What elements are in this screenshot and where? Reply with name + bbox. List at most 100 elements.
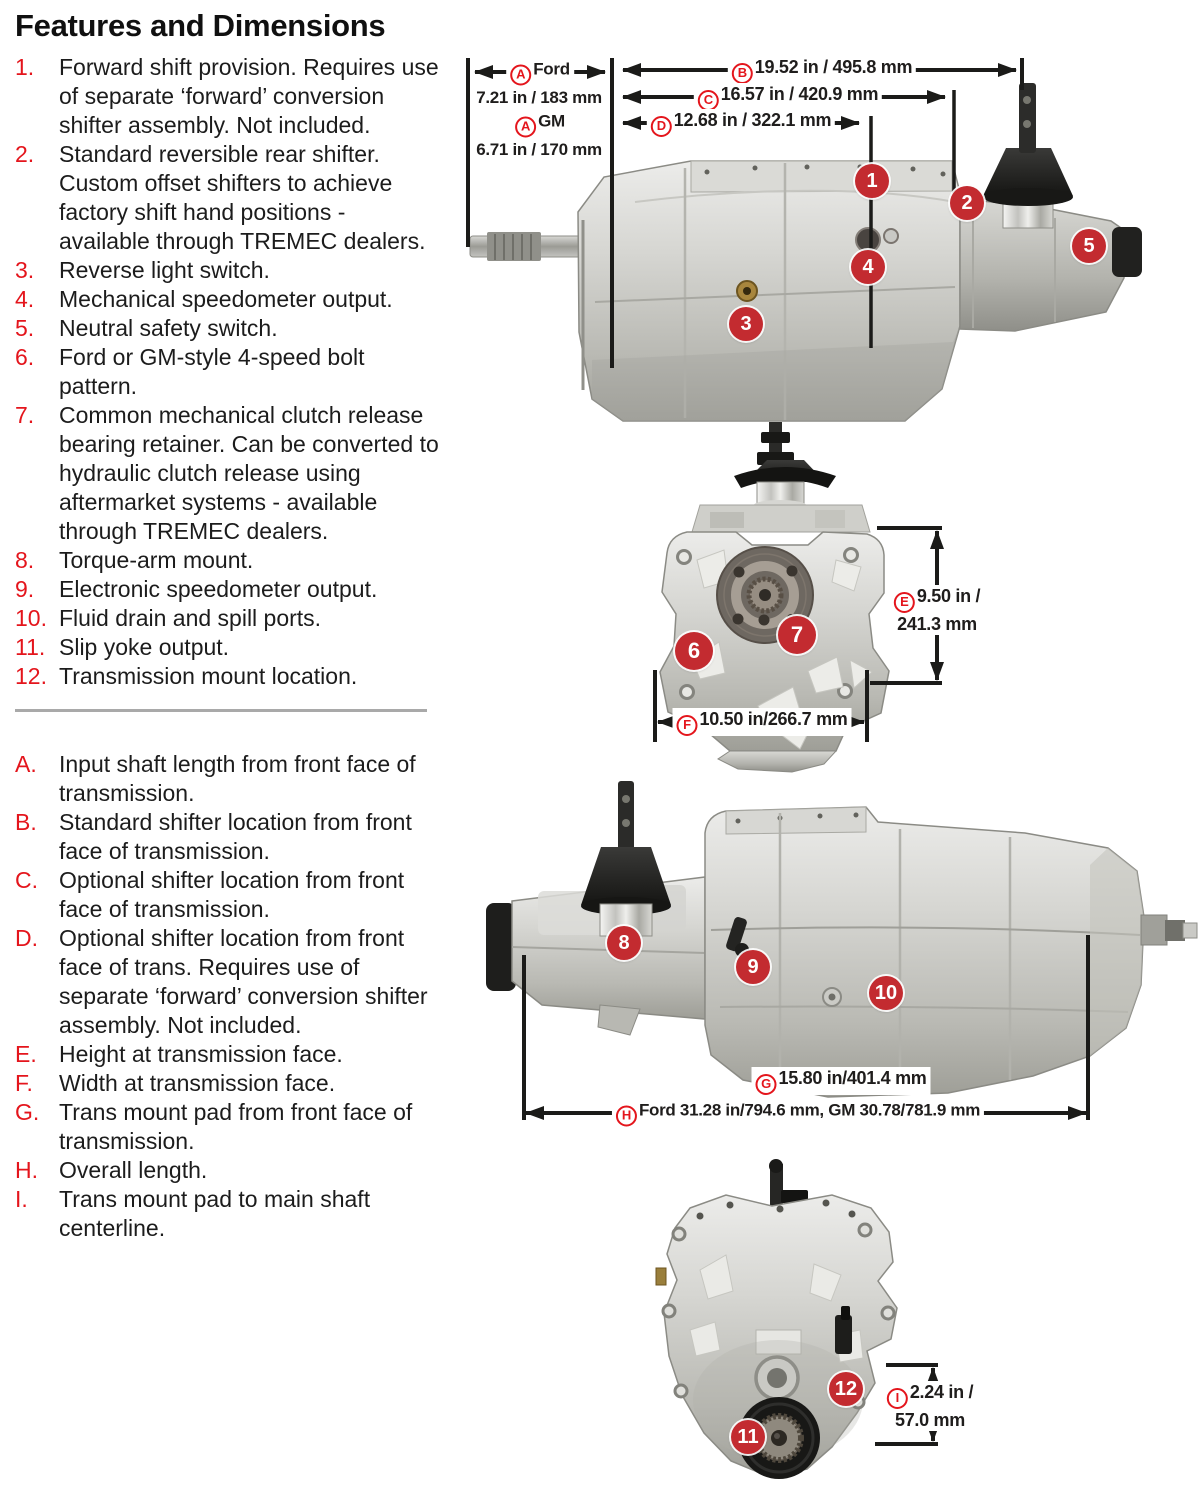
list-item-text: Input shaft length from front face of tr…	[59, 751, 416, 806]
list-item: 11. Slip yoke output.	[15, 633, 442, 662]
callout-11: 11	[731, 1420, 765, 1454]
list-item-marker: D.	[15, 925, 38, 951]
list-item: C.Optional shifter location from front f…	[15, 866, 442, 924]
list-item-text: Fluid drain and spill ports.	[59, 605, 322, 631]
list-item-marker: B.	[15, 809, 37, 835]
list-item: 3. Reverse light switch.	[15, 256, 442, 285]
callout-12: 12	[829, 1372, 863, 1406]
list-item-marker: 12.	[15, 663, 47, 689]
list-item-marker: 1.	[15, 54, 35, 80]
dim-letter-f-icon: F	[676, 715, 698, 736]
list-item: D. Optional shifter location from front f…	[15, 924, 442, 1040]
list-item-marker: 2.	[15, 141, 35, 167]
callout-4: 4	[851, 250, 885, 284]
list-item-text: Standard shifter location from front fac…	[59, 809, 412, 864]
list-item-text: Optional shifter location from front fac…	[59, 925, 428, 1038]
list-item-marker: 11.	[15, 634, 46, 660]
list-item: 4. Mechanical speedometer output.	[15, 285, 442, 314]
list-item-marker: G.	[15, 1099, 40, 1125]
list-item-marker: A.	[15, 751, 37, 777]
list-item-text: Mechanical speedometer output.	[59, 286, 393, 312]
list-item-marker: 3.	[15, 257, 35, 283]
list-item: 9. Electronic speedometer output.	[15, 575, 442, 604]
list-item: 7. Common mechanical clutch release beari…	[15, 401, 442, 546]
callout-5: 5	[1072, 229, 1106, 263]
section-divider	[15, 709, 427, 712]
list-item-marker: C.	[15, 867, 38, 893]
list-item-text: Height at transmission face.	[59, 1041, 343, 1067]
list-item: B. Standard shifter location from front f…	[15, 808, 442, 866]
list-item-marker: 6.	[15, 344, 35, 370]
list-item: I. Trans mount pad to main shaft centerli…	[15, 1185, 442, 1243]
list-item-text: Trans mount pad to main shaft centerline…	[59, 1186, 371, 1241]
list-item-text: Neutral safety switch.	[59, 315, 278, 341]
dim-letter-d-icon: D	[650, 116, 672, 137]
transmission-rear-illustration	[655, 1159, 940, 1479]
list-item-marker: I.	[15, 1186, 28, 1212]
dim-letter-e-icon: E	[893, 592, 915, 613]
list-item-text: Common mechanical clutch release bearing…	[59, 402, 439, 544]
dim-letter-i-icon: I	[886, 1388, 908, 1409]
list-item-text: Torque-arm mount.	[59, 547, 254, 573]
dim-letter-c-icon: C	[697, 90, 719, 111]
callout-7: 7	[778, 616, 816, 654]
callout-2: 2	[950, 186, 984, 220]
dimensions-legend-list: A. Input shaft length from front face of …	[15, 750, 442, 1243]
list-item: 1. Forward shift provision. Requires use …	[15, 53, 442, 140]
callout-8: 8	[607, 926, 641, 960]
list-item: F. Width at transmission face.	[15, 1069, 442, 1098]
list-item-marker: 4.	[15, 286, 35, 312]
list-item-text: Slip yoke output.	[59, 634, 230, 660]
list-item: 6. Ford or GM-style 4-speed bolt pattern.	[15, 343, 442, 401]
list-item-text: Ford or GM-style 4-speed bolt pattern.	[59, 344, 365, 399]
list-item: 10. Fluid drain and spill ports.	[15, 604, 442, 633]
list-item-marker: 9.	[15, 576, 35, 602]
list-item-text: Width at transmission face.	[59, 1070, 336, 1096]
list-item-text: Electronic speedometer output.	[59, 576, 378, 602]
features-list: 1. Forward shift provision. Requires use …	[15, 53, 442, 691]
callout-9: 9	[736, 950, 770, 984]
list-item-text: Overall length.	[59, 1157, 208, 1183]
list-item: 8. Torque-arm mount.	[15, 546, 442, 575]
list-item-text: Transmission mount location.	[59, 663, 358, 689]
list-item: E.Height at transmission face.	[15, 1040, 442, 1069]
list-item-marker: H.	[15, 1157, 38, 1183]
dim-label-a-ford-value: 7.21 in / 183 mm	[472, 87, 606, 109]
dim-letter-b-icon: B	[731, 63, 753, 84]
list-item-text: Forward shift provision. Requires use of…	[59, 54, 439, 138]
list-item-marker: 5.	[15, 315, 35, 341]
list-item-text: Reverse light switch.	[59, 257, 270, 283]
list-item: 12. Transmission mount location.	[15, 662, 442, 691]
list-item-marker: 8.	[15, 547, 35, 573]
callout-1: 1	[855, 164, 889, 198]
dim-letter-h-icon: H	[615, 1105, 637, 1127]
list-item-text: Standard reversible rear shifter. Custom…	[59, 141, 426, 254]
dim-label-a-gm-value: 6.71 in / 170 mm	[472, 139, 606, 161]
list-item-marker: 7.	[15, 402, 35, 428]
list-item: 5. Neutral safety switch.	[15, 314, 442, 343]
transmission-drawing	[486, 781, 1198, 1098]
left-column: Features and Dimensions 1.Forward shift …	[15, 8, 442, 1243]
list-item-marker: 10.	[15, 605, 47, 631]
list-item-marker: F.	[15, 1070, 33, 1096]
callout-6: 6	[675, 632, 713, 670]
callout-3: 3	[729, 307, 763, 341]
callout-10: 10	[869, 976, 903, 1010]
transmission-drawing	[655, 1159, 898, 1479]
list-item-text: Trans mount pad from front face of trans…	[59, 1099, 413, 1154]
